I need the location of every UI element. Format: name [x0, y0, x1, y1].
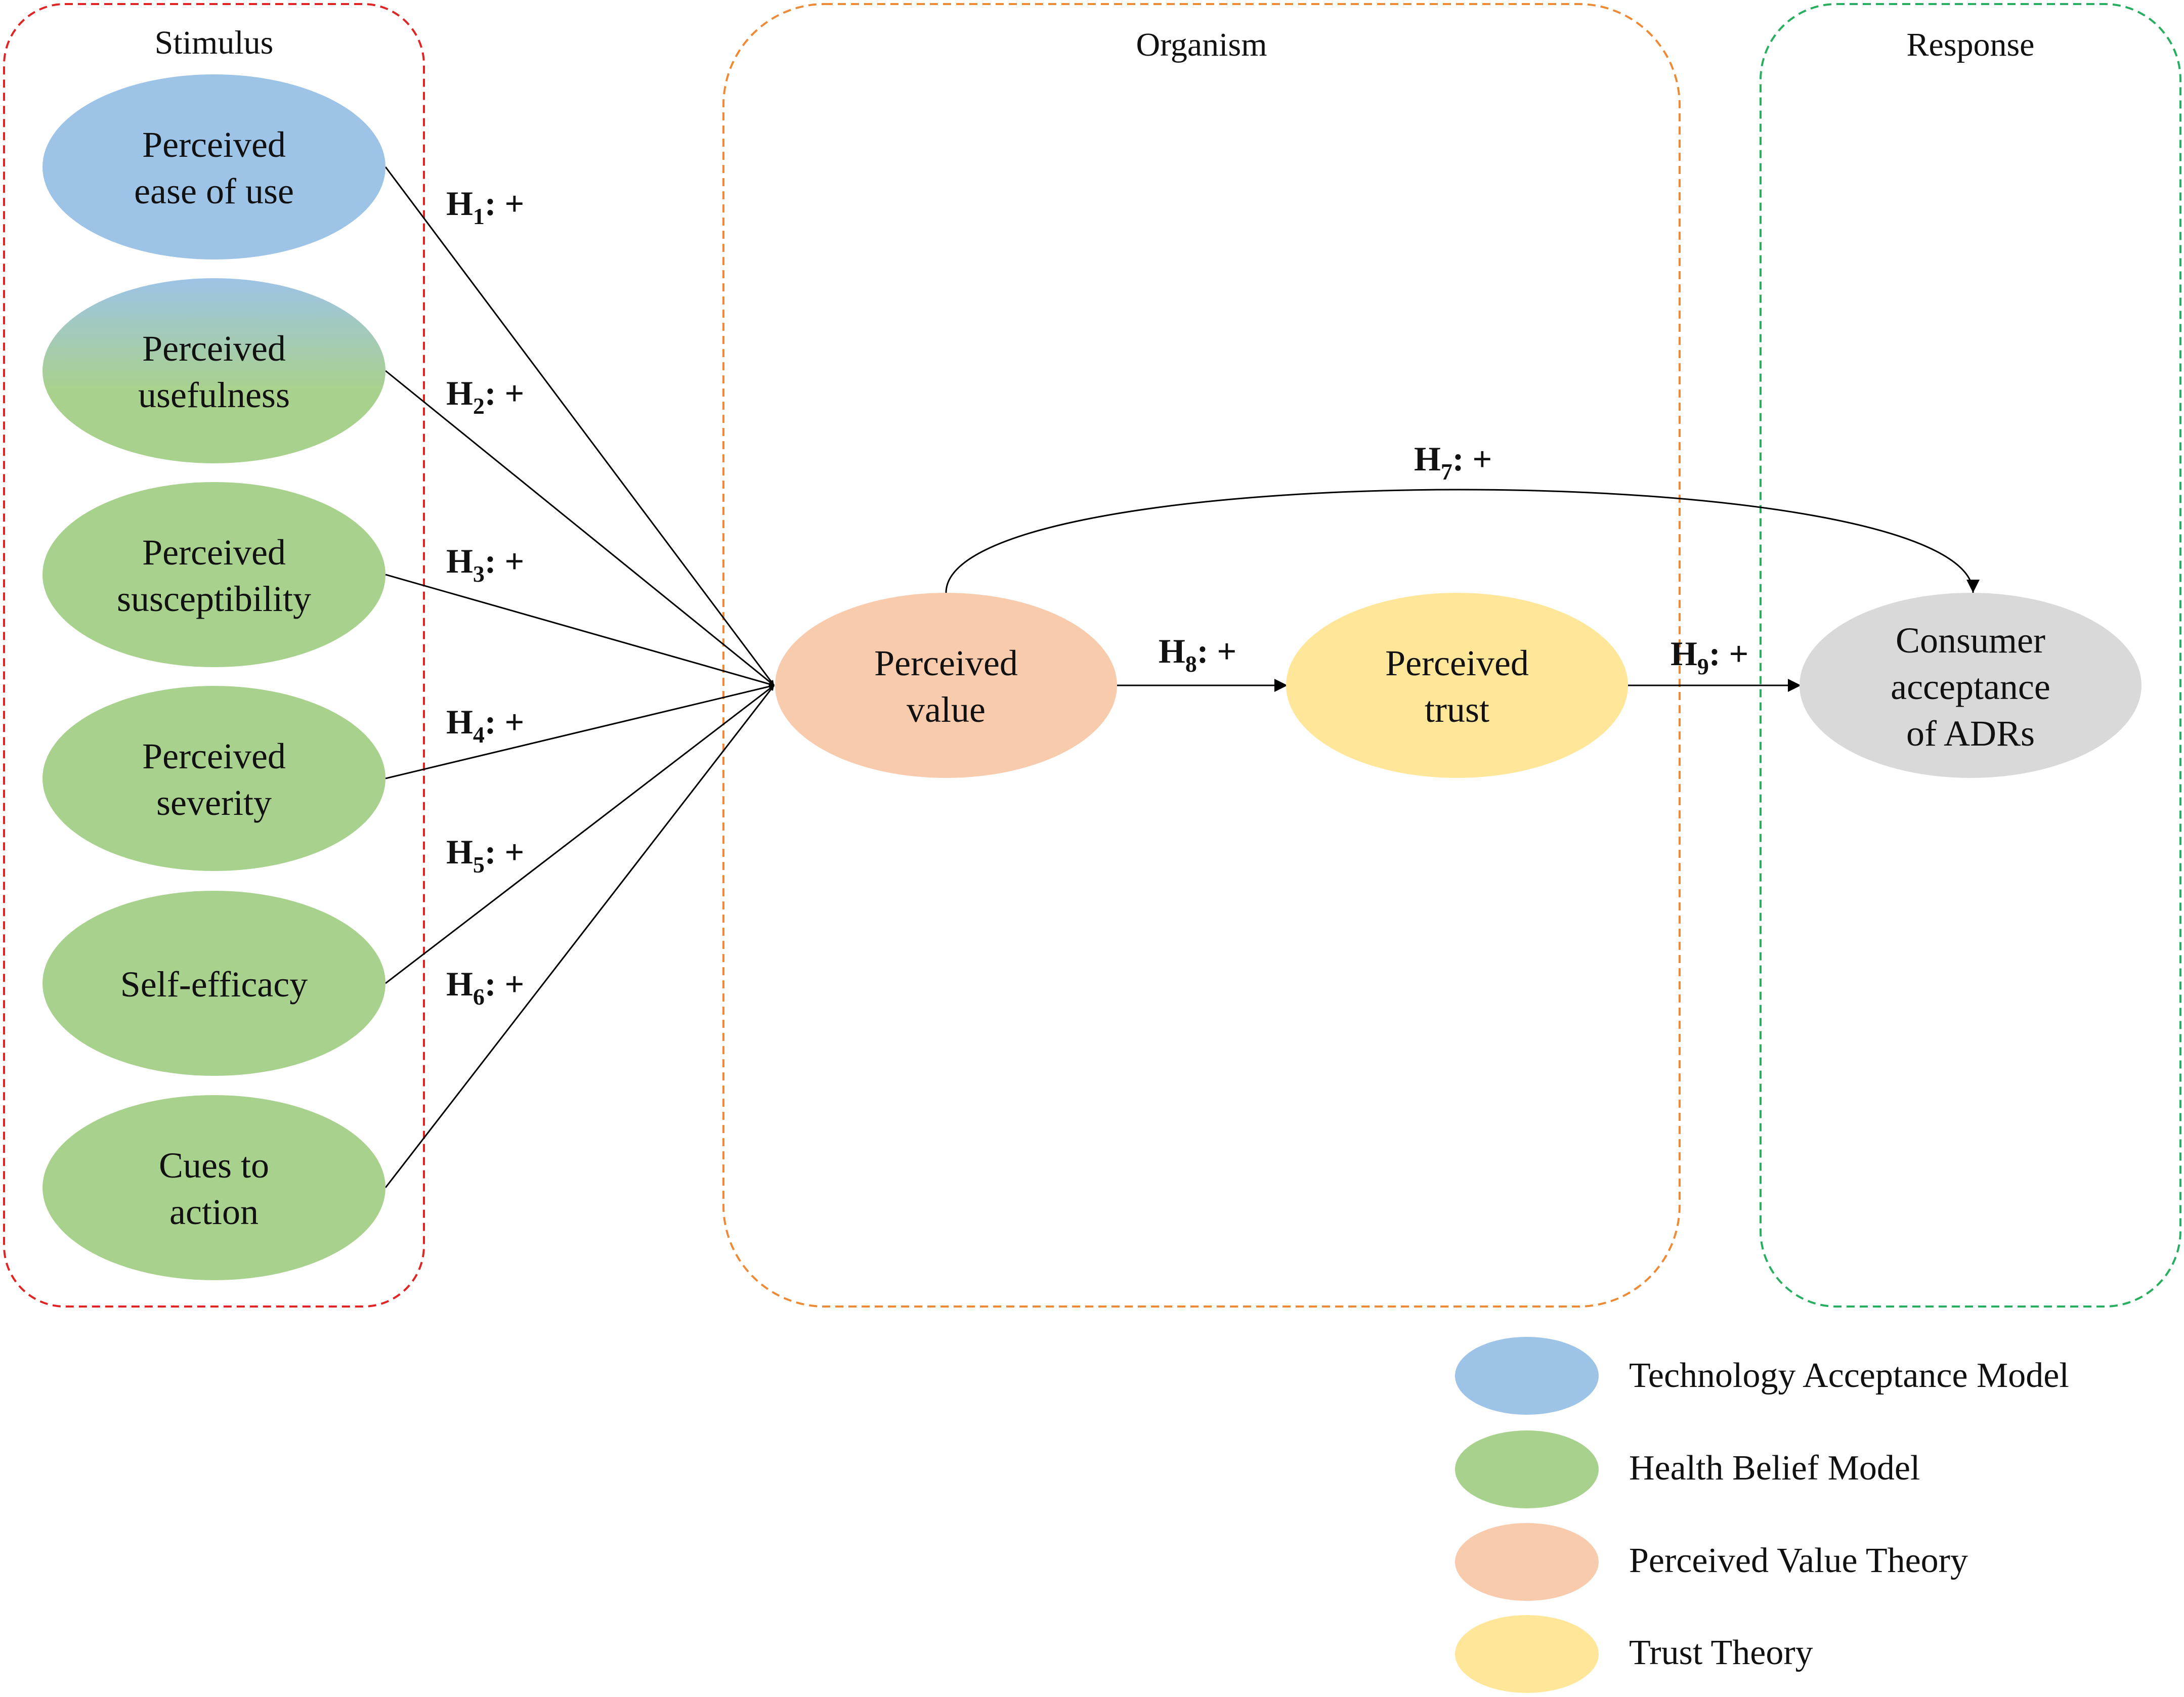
- response-box: [1760, 3, 2181, 1308]
- legend: Technology Acceptance Model Health Belie…: [1455, 1337, 2069, 1693]
- node-perceived-ease-of-use: Perceived ease of use: [42, 74, 386, 259]
- node-label: Perceived: [142, 532, 286, 573]
- response-title: Response: [1907, 26, 2035, 63]
- organism-box: [722, 3, 1681, 1308]
- h3-arrow: [385, 574, 775, 687]
- stimulus-title: Stimulus: [155, 24, 274, 61]
- node-label: Perceived: [142, 736, 286, 776]
- node-label: of ADRs: [1906, 713, 2035, 754]
- legend-swatch: [1455, 1523, 1599, 1601]
- hypothesis-label-h2: H2: +: [446, 374, 524, 419]
- stimulus-box: [3, 3, 425, 1308]
- legend-item-trust: Trust Theory: [1455, 1615, 1813, 1693]
- legend-swatch: [1455, 1337, 1599, 1415]
- node-cues-to-action: Cues to action: [42, 1095, 386, 1280]
- node-perceived-severity: Perceived severity: [42, 686, 386, 871]
- hypothesis-label-h1: H1: +: [446, 184, 524, 229]
- legend-item-pvt: Perceived Value Theory: [1455, 1523, 1968, 1601]
- h1-arrow: [384, 166, 775, 686]
- legend-item-hbm: Health Belief Model: [1455, 1430, 1920, 1508]
- h7-arrow: [945, 489, 1980, 593]
- legend-label: Technology Acceptance Model: [1629, 1356, 2069, 1395]
- h6-arrow: [384, 685, 775, 1188]
- node-perceived-value: Perceived value: [775, 593, 1117, 778]
- node-label: Perceived: [874, 643, 1018, 683]
- node-label: Consumer: [1896, 620, 2045, 661]
- node-label: value: [907, 689, 986, 730]
- hypothesis-label-h8: H8: +: [1159, 632, 1236, 677]
- h4-arrow: [385, 684, 775, 779]
- h2-arrow: [385, 370, 775, 686]
- node-label: Perceived: [1385, 643, 1529, 683]
- node-consumer-acceptance: Consumer acceptance of ADRs: [1800, 593, 2142, 778]
- legend-swatch: [1455, 1430, 1599, 1508]
- legend-label: Trust Theory: [1629, 1633, 1813, 1672]
- hypothesis-label-h4: H4: +: [446, 703, 524, 748]
- node-self-efficacy: Self-efficacy: [42, 891, 386, 1076]
- hypothesis-label-h7: H7: +: [1414, 440, 1492, 485]
- h5-arrow: [385, 684, 775, 984]
- node-label: ease of use: [134, 171, 294, 211]
- node-label: severity: [156, 782, 272, 823]
- node-perceived-usefulness: Perceived usefulness: [42, 278, 386, 463]
- legend-label: Perceived Value Theory: [1629, 1541, 1968, 1580]
- node-label: susceptibility: [117, 579, 311, 619]
- legend-item-tam: Technology Acceptance Model: [1455, 1337, 2069, 1415]
- node-label: trust: [1425, 689, 1489, 730]
- node-perceived-trust: Perceived trust: [1286, 593, 1628, 778]
- node-label: usefulness: [138, 375, 290, 415]
- node-label: Self-efficacy: [120, 964, 308, 1005]
- hypothesis-label-h6: H6: +: [446, 965, 524, 1010]
- hypothesis-label-h9: H9: +: [1671, 634, 1748, 679]
- legend-swatch: [1455, 1615, 1599, 1693]
- node-label: Cues to: [159, 1145, 269, 1186]
- node-perceived-susceptibility: Perceived susceptibility: [42, 482, 386, 667]
- node-label: acceptance: [1891, 667, 2050, 707]
- node-label: action: [169, 1192, 259, 1232]
- hypothesis-label-h5: H5: +: [446, 833, 524, 878]
- organism-title: Organism: [1136, 26, 1267, 63]
- node-label: Perceived: [142, 124, 286, 165]
- legend-label: Health Belief Model: [1629, 1449, 1920, 1488]
- hypothesis-label-h3: H3: +: [446, 542, 524, 587]
- node-label: Perceived: [142, 328, 286, 369]
